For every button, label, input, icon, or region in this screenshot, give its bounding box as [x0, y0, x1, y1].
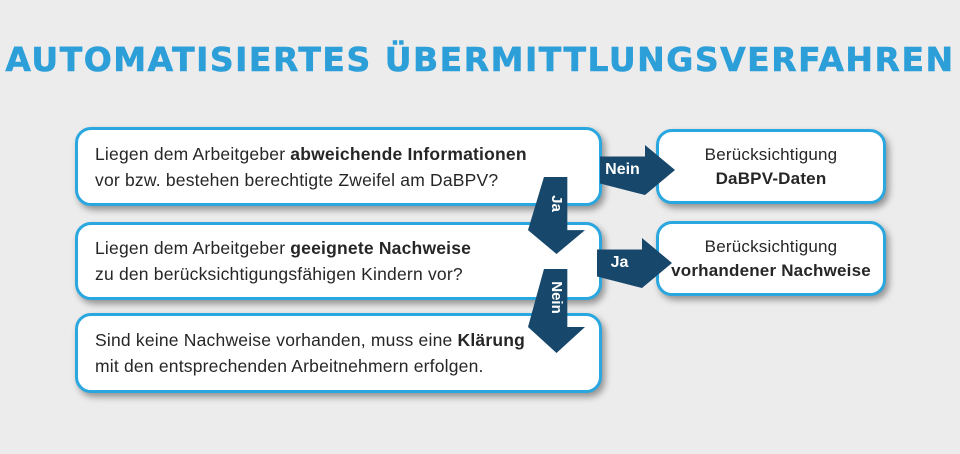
question-line-2: vor bzw. bestehen berechtigte Zweifel am…: [95, 169, 499, 190]
statement-bold-text: Klärung: [457, 330, 526, 350]
question-line-1: Liegen dem Arbeitgeber abweichende Infor…: [95, 143, 527, 164]
question-line-2: zu den berücksichtigungsfähigen Kindern …: [95, 264, 463, 284]
question-bold-text: geeignete Nachweise: [290, 238, 472, 258]
result-box-vorhandener-nachweise: Berücksichtigung vorhandener Nachweise: [656, 221, 886, 296]
statement-box-klaerung: Sind keine Nachweise vorhanden, muss ein…: [75, 313, 602, 393]
statement-line-2: mit den entsprechenden Arbeitnehmern erf…: [95, 356, 484, 376]
result-box-dabpv-daten: Berücksichtigung DaBPV-Daten: [656, 129, 886, 204]
question-box-geeignete-nachweise: Liegen dem Arbeitgeber geeignete Nachwei…: [75, 222, 602, 300]
result-line-2: vorhandener Nachweise: [671, 260, 871, 280]
nein-arrow-label: Nein: [605, 161, 640, 178]
result-line-1: Berücksichtigung: [704, 144, 838, 164]
statement-line-1: Sind keine Nachweise vorhanden, muss ein…: [95, 330, 526, 350]
ja-arrow-label: Ja: [610, 254, 629, 271]
question-bold-text: abweichende Informationen: [290, 143, 527, 164]
question-box-abweichende-informationen: Liegen dem Arbeitgeber abweichende Infor…: [75, 127, 602, 206]
result-line-1: Berücksichtigung: [704, 236, 838, 256]
question-line-1: Liegen dem Arbeitgeber geeignete Nachwei…: [95, 238, 472, 258]
result-line-2: DaBPV-Daten: [715, 168, 827, 188]
page-title: AUTOMATISIERTES ÜBERMITTLUNGSVERFAHREN: [5, 40, 955, 80]
